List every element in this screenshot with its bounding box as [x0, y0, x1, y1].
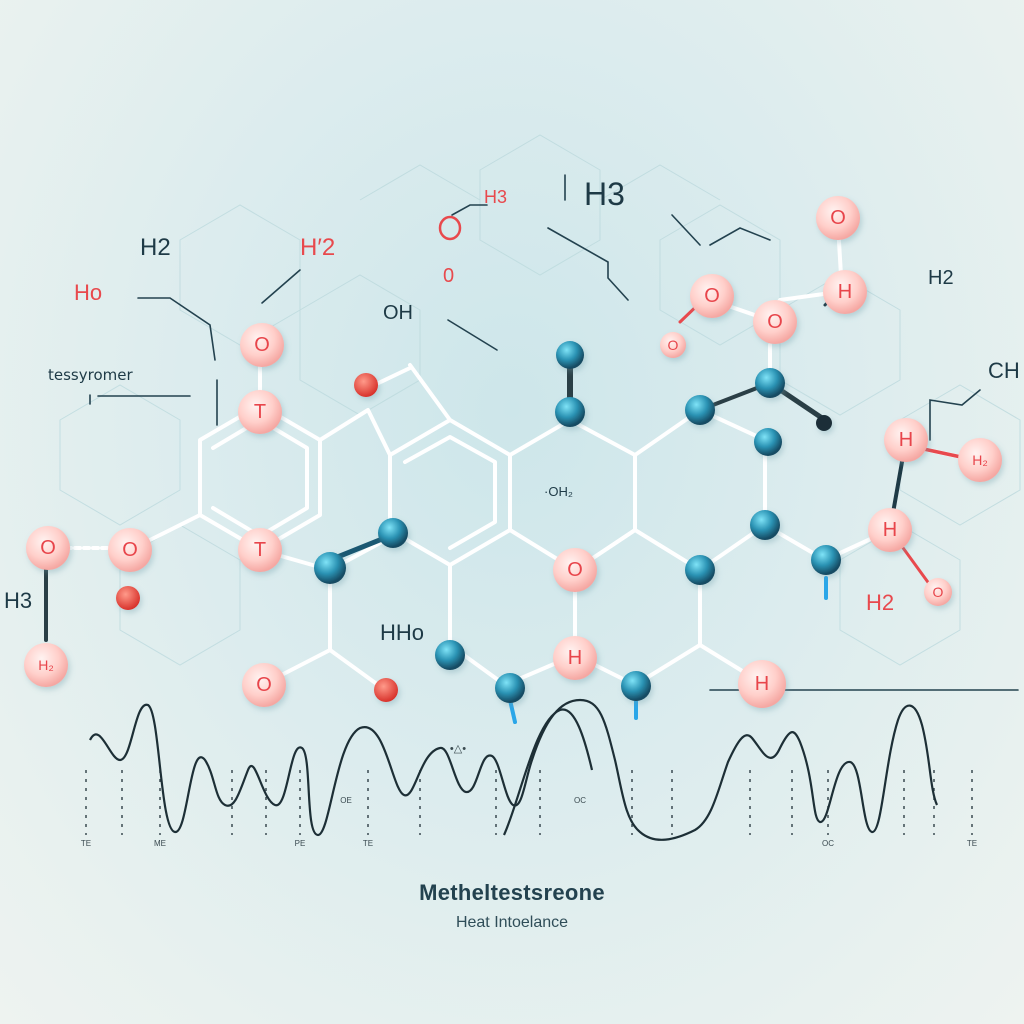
diagram-subtitle: Heat Intoelance: [455, 914, 569, 931]
background-hex-grid: [59, 134, 1021, 666]
atom-letter: H: [568, 647, 582, 669]
wave-tick-label: OC: [822, 839, 834, 848]
waveform-plot: TE ME PE TE OE OC OC TE •△•: [81, 698, 977, 848]
atom-t-upper: [238, 390, 282, 434]
atom-letter: O: [668, 337, 679, 353]
atom-o-left: [26, 526, 70, 570]
atom-o-center: [553, 548, 597, 592]
atom-letter: O: [704, 285, 720, 307]
wave-tick-marks: [85, 770, 973, 835]
atom-red: [374, 678, 398, 702]
atom-blue: [754, 428, 782, 456]
label-oh-center: OH: [383, 302, 413, 324]
label-hho: HHo: [380, 620, 425, 645]
label-oh-small: ·OH₂: [544, 484, 573, 499]
atom-blue: [378, 518, 408, 548]
atom-blue: [435, 640, 465, 670]
atom-blue: [314, 552, 346, 584]
oxygen-atoms: [24, 196, 1002, 708]
wave-tick-label: OC: [574, 796, 586, 805]
atom-letter: O: [830, 207, 846, 229]
atom-t-lower: [238, 528, 282, 572]
label-o-small: 0: [443, 265, 455, 287]
atom-blue: [556, 341, 584, 369]
diagram-title: Metheltestsreone: [419, 880, 605, 905]
wave-tick-labels: TE ME PE TE OE OC OC TE •△•: [81, 743, 977, 848]
red-atoms: [116, 373, 398, 702]
atom-blue: [621, 671, 651, 701]
atom-red: [116, 586, 140, 610]
atom-h-right-3: [868, 508, 912, 552]
atom-o-bottom-left: [242, 663, 286, 707]
atom-blue: [555, 397, 585, 427]
label-h3-red-top: H3: [484, 187, 508, 207]
atom-o-right-1: [690, 274, 734, 318]
label-h2-right: H2: [928, 267, 954, 289]
atom-letter: T: [254, 539, 266, 561]
label-ho-left: Ho: [74, 280, 103, 305]
label-h2-red-right: H2: [866, 590, 895, 615]
atom-dark: [816, 415, 832, 431]
atom-o-top-left: [240, 323, 284, 367]
atom-blue: [685, 555, 715, 585]
atom-h-center: [553, 636, 597, 680]
wave-tick-label: TE: [967, 839, 977, 848]
label-h3-left: H3: [4, 588, 33, 613]
atom-o-top-right: [816, 196, 860, 240]
atom-h-right-2: [884, 418, 928, 462]
wave-tick-label: OE: [340, 796, 352, 805]
wave-peak-label: •△•: [450, 743, 466, 755]
atom-letter: O: [933, 584, 944, 600]
label-h2-red-top: H′2: [300, 234, 336, 261]
atom-h-bottom-right: [738, 660, 786, 708]
label-h3-top-center: H3: [584, 176, 625, 212]
atom-letter: H: [899, 429, 913, 451]
wave-line: [89, 698, 939, 841]
atom-blue: [750, 510, 780, 540]
atom-letter: H₂: [38, 657, 54, 673]
atom-o-small-top: [660, 332, 686, 358]
atom-letter: O: [40, 537, 56, 559]
wave-tick-label: ME: [154, 839, 166, 848]
ring-o-outline: [438, 215, 462, 241]
carbon-atoms: [314, 341, 841, 703]
wave-tick-label: PE: [295, 839, 306, 848]
atom-o-left-2: [108, 528, 152, 572]
atom-blue: [811, 545, 841, 575]
atom-h-left: [24, 643, 68, 687]
atom-blue: [685, 395, 715, 425]
atom-letter: H: [755, 673, 769, 695]
atom-letter: O: [256, 674, 272, 696]
atom-letter: H: [883, 519, 897, 541]
atom-h2-right: [958, 438, 1002, 482]
atom-letter: O: [567, 559, 583, 581]
wave-tick-label: TE: [81, 839, 91, 848]
label-ch-right: CH: [988, 358, 1020, 383]
atom-red: [354, 373, 378, 397]
atom-letter: T: [254, 401, 266, 423]
atom-letters: O T T O O H₂ O O H H O O O H H H₂ H O O: [38, 207, 988, 696]
atom-letter: H₂: [972, 452, 988, 468]
wave-line-accent: [502, 708, 594, 836]
atom-o-small-right: [924, 578, 952, 606]
atom-o-right-2: [753, 300, 797, 344]
atom-letter: O: [767, 311, 783, 333]
atom-letter: H: [838, 281, 852, 303]
label-tessyromer: tessyromer: [48, 366, 133, 384]
atom-letter: O: [122, 539, 138, 561]
wave-tick-label: TE: [363, 839, 373, 848]
atom-letter: O: [254, 334, 270, 356]
label-h2-top-left: H2: [140, 234, 171, 261]
atom-h-right-1: [823, 270, 867, 314]
atom-blue: [495, 673, 525, 703]
atom-blue: [755, 368, 785, 398]
